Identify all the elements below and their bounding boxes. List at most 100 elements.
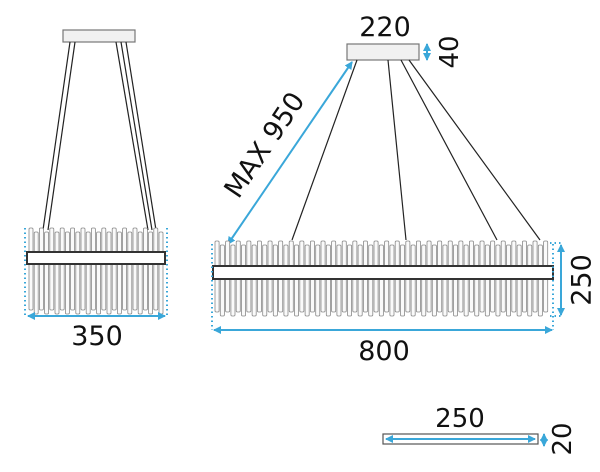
crystal-rod bbox=[384, 240, 390, 268]
crystal-rod bbox=[28, 263, 34, 311]
crystal-rod bbox=[537, 278, 543, 317]
crystal-rod bbox=[54, 263, 60, 315]
crystal-rod bbox=[431, 278, 437, 317]
crystal-rod bbox=[75, 231, 81, 254]
crystal-rod bbox=[500, 240, 506, 268]
crystal-rod bbox=[137, 263, 143, 315]
side-cable bbox=[42, 41, 71, 231]
crystal-rod bbox=[262, 244, 268, 268]
crystal-rod bbox=[421, 278, 427, 317]
front-band bbox=[212, 265, 554, 280]
crystal-rod bbox=[225, 240, 231, 268]
crystal-rod bbox=[65, 231, 70, 254]
crystal-rod bbox=[490, 278, 496, 313]
tube-part: 250 20 bbox=[382, 404, 578, 456]
crystal-rod bbox=[511, 240, 517, 268]
crystal-rod bbox=[148, 231, 154, 254]
crystal-rod bbox=[106, 231, 112, 254]
crystal-rod bbox=[315, 278, 321, 317]
crystal-rod bbox=[532, 278, 538, 313]
crystal-rod bbox=[474, 278, 480, 317]
crystal-rod bbox=[442, 244, 448, 268]
side-view: 350 bbox=[24, 29, 168, 352]
crystal-rod bbox=[117, 231, 122, 254]
crystal-rod bbox=[527, 278, 533, 317]
crystal-rod bbox=[400, 278, 405, 317]
crystal-rod bbox=[500, 278, 506, 313]
side-canopy bbox=[62, 29, 136, 43]
crystal-rod bbox=[352, 240, 358, 268]
crystal-rod bbox=[325, 244, 331, 268]
crystal-rod bbox=[283, 244, 289, 268]
crystal-rod bbox=[91, 263, 96, 311]
crystal-rod bbox=[442, 278, 448, 317]
crystal-rod bbox=[39, 227, 44, 254]
width-label: 800 bbox=[358, 336, 410, 367]
crystal-rod bbox=[437, 240, 443, 268]
crystal-rod bbox=[415, 278, 421, 313]
crystal-rod bbox=[44, 263, 49, 315]
crystal-rod bbox=[341, 278, 347, 313]
crystal-rod bbox=[405, 278, 411, 313]
crystal-rod bbox=[543, 278, 549, 313]
crystal-rod bbox=[474, 244, 480, 268]
crystal-rod bbox=[426, 240, 432, 268]
crystal-rod bbox=[400, 244, 405, 268]
crystal-rod bbox=[447, 240, 453, 268]
crystal-rod bbox=[389, 244, 395, 268]
crystal-rod bbox=[431, 244, 437, 268]
crystal-rod bbox=[362, 278, 368, 313]
crystal-rod bbox=[246, 278, 252, 313]
crystal-rod bbox=[484, 244, 490, 268]
crystal-rod bbox=[106, 263, 112, 315]
crystal-rod bbox=[142, 263, 148, 311]
crystal-rod bbox=[368, 244, 374, 268]
crystal-rod bbox=[49, 227, 55, 254]
crystal-rod bbox=[325, 278, 331, 317]
crystal-rod bbox=[527, 244, 533, 268]
crystal-rod bbox=[309, 240, 315, 268]
crystal-rod bbox=[453, 244, 458, 268]
crystal-rod bbox=[219, 244, 225, 268]
front-view: 220 40 MAX 950 250 800 bbox=[211, 12, 598, 367]
crystal-rod bbox=[495, 278, 501, 317]
crystal-rod bbox=[458, 278, 464, 313]
crystal-rod bbox=[362, 240, 368, 268]
crystal-rod bbox=[96, 231, 101, 254]
crystal-rod bbox=[294, 278, 299, 317]
crystal-rod bbox=[256, 278, 262, 313]
crystal-rod bbox=[85, 263, 91, 315]
crystal-rod bbox=[28, 227, 34, 254]
crystal-rod bbox=[484, 278, 490, 317]
crystal-rod bbox=[214, 240, 220, 268]
front-cable bbox=[408, 59, 541, 241]
crystal-rod bbox=[405, 240, 411, 268]
canopy-height-label: 40 bbox=[435, 35, 465, 68]
crystal-rod bbox=[410, 278, 416, 317]
crystal-rod bbox=[299, 240, 305, 268]
crystal-rod bbox=[272, 244, 278, 268]
crystal-rod bbox=[453, 278, 458, 317]
crystal-rod bbox=[415, 240, 421, 268]
max-drop-label: MAX 950 bbox=[218, 87, 311, 204]
crystal-rod bbox=[288, 278, 294, 313]
crystal-rod bbox=[320, 278, 326, 313]
crystal-rod bbox=[132, 227, 138, 254]
crystal-rod bbox=[532, 240, 538, 268]
crystal-rod bbox=[384, 278, 390, 313]
crystal-rod bbox=[267, 240, 273, 268]
crystal-rod bbox=[299, 278, 305, 313]
crystal-rod bbox=[122, 227, 127, 254]
crystal-rod bbox=[96, 263, 101, 315]
crystal-rod bbox=[373, 278, 379, 313]
side-cable bbox=[47, 41, 76, 231]
crystal-rod bbox=[262, 278, 268, 317]
crystal-rod bbox=[331, 278, 337, 313]
crystal-rod bbox=[111, 263, 117, 311]
crystal-rod bbox=[44, 231, 49, 254]
crystal-rod bbox=[336, 278, 342, 317]
crystal-rod bbox=[153, 263, 159, 311]
crystal-rod bbox=[506, 244, 511, 268]
crystal-rod bbox=[272, 278, 278, 317]
